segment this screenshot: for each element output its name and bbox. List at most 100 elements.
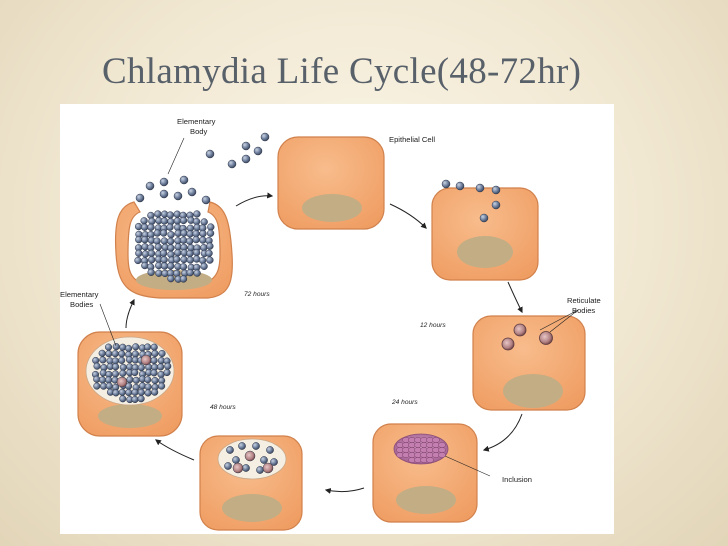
free-elementary-bodies <box>135 132 270 205</box>
arrow-reticulate-to-inclusion <box>482 413 523 452</box>
elementary-body <box>193 210 201 218</box>
elementary-body <box>154 243 162 251</box>
elementary-body <box>206 229 215 237</box>
elementary-body <box>173 217 182 225</box>
elementary-body <box>270 458 278 466</box>
elementary-body <box>205 249 213 257</box>
elementary-body <box>148 256 156 264</box>
elementary-body <box>173 210 181 218</box>
time-72-hours: 72 hours <box>244 291 270 298</box>
elementary-body <box>167 231 175 239</box>
elementary-body <box>112 363 120 371</box>
dividing-bodies <box>224 442 278 474</box>
elementary-body <box>112 343 120 351</box>
elementary-body <box>125 344 133 352</box>
elementary-body <box>200 218 208 226</box>
elementary-body <box>144 383 152 391</box>
elementary-body <box>200 262 208 270</box>
elementary-body <box>186 256 194 264</box>
reticulate-body <box>426 457 434 463</box>
elementary-body <box>154 210 162 218</box>
ruptured-cell <box>114 201 233 299</box>
elementary-body <box>147 268 155 276</box>
reticulate-body <box>244 450 256 462</box>
elementary-body <box>119 395 127 403</box>
elementary-body <box>226 446 234 454</box>
elementary-body <box>119 369 127 377</box>
elementary-body <box>260 132 270 142</box>
elementary-body <box>93 362 101 370</box>
elementary-body <box>180 229 188 237</box>
elementary-body <box>112 389 120 397</box>
elementary-body <box>148 217 156 225</box>
slide-title: Chlamydia Life Cycle(48-72hr) <box>102 51 582 92</box>
elementary-body <box>180 255 188 264</box>
elementary-body <box>150 343 158 351</box>
elementary-body <box>157 370 165 379</box>
elementary-body <box>98 349 106 357</box>
elementary-body <box>455 181 465 191</box>
elementary-body <box>140 217 148 225</box>
elementary-bodies-label-line1: Elementary <box>60 290 99 299</box>
elementary-body <box>135 236 143 244</box>
elementary-body <box>157 363 165 371</box>
reticulate-body <box>432 437 440 443</box>
elementary-body <box>224 462 232 470</box>
elementary-body <box>167 275 175 283</box>
elementary-body <box>232 456 240 464</box>
elementary-body <box>111 350 119 358</box>
elementary-body <box>145 181 155 191</box>
time-48-hours: 48 hours <box>210 404 236 411</box>
time-24-hours: 24 hours <box>391 399 418 406</box>
elementary-body <box>131 350 139 358</box>
arrow-attach-to-reticulate <box>507 281 523 314</box>
elementary-body <box>98 376 107 384</box>
elementary-body <box>193 269 201 277</box>
elementary-bodies-label-line2: Bodies <box>70 300 93 309</box>
elementary-body <box>99 356 107 364</box>
reticulate-body <box>232 462 244 474</box>
time-12-hours: 12 hours <box>420 322 446 329</box>
elementary-body <box>242 464 250 472</box>
elementary-body <box>126 376 134 384</box>
released-elementary-bodies <box>134 210 215 283</box>
elementary-body <box>179 236 188 244</box>
elementary-body <box>118 350 126 358</box>
elementary-body <box>160 256 168 264</box>
arrow-release-to-cell <box>235 192 274 207</box>
elementary-body <box>164 362 172 370</box>
elementary-body <box>158 349 166 358</box>
reticulate-body <box>262 462 274 474</box>
elementary-body <box>199 236 207 244</box>
elementary-body <box>134 256 142 265</box>
elementary-body <box>151 388 159 396</box>
arrow-cell-to-attach <box>389 203 427 229</box>
elementary-body <box>160 262 169 270</box>
elementary-body <box>158 382 166 390</box>
elementary-body <box>192 248 201 257</box>
elementary-body <box>241 141 251 151</box>
elementary-body <box>205 149 215 159</box>
elementary-body <box>475 183 485 193</box>
elementary-body <box>206 242 214 250</box>
elementary-body <box>105 376 113 384</box>
elementary-body <box>166 211 174 219</box>
elementary-body <box>159 177 169 187</box>
elementary-body <box>174 249 182 257</box>
elementary-body <box>160 229 168 237</box>
arrow-filled-to-rupture <box>125 298 135 329</box>
reticulate-body <box>501 337 515 351</box>
elementary-body <box>151 376 159 385</box>
elementary-body <box>173 191 183 201</box>
inclusion-label: Inclusion <box>502 475 532 484</box>
elementary-body <box>105 382 113 390</box>
elementary-body <box>252 442 260 450</box>
elementary-body <box>141 261 149 270</box>
reticulate-bodies-label-line1: Reticulate <box>567 296 601 305</box>
elementary-body <box>137 395 145 403</box>
elementary-body <box>166 223 174 231</box>
elementary-body <box>167 237 175 246</box>
elementary-body <box>141 236 149 244</box>
reticulate-body <box>513 323 527 337</box>
elementary-body <box>131 368 139 377</box>
